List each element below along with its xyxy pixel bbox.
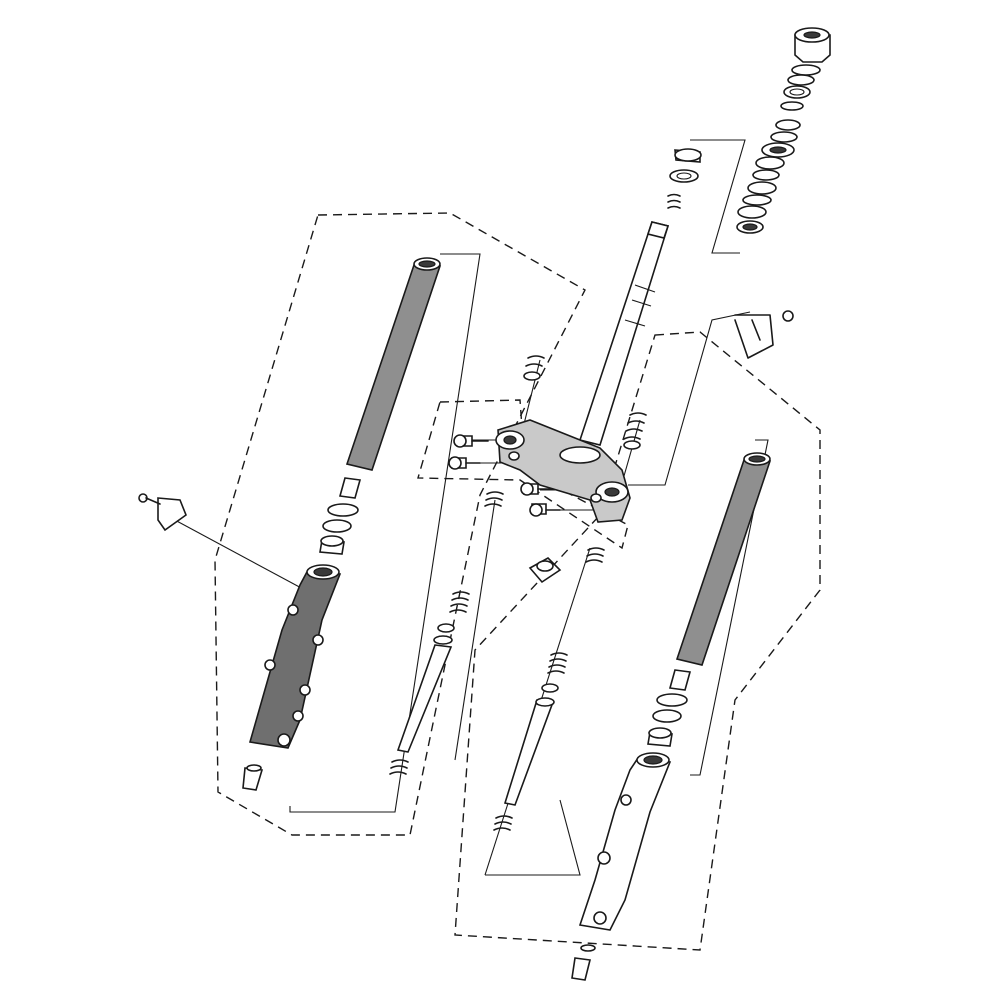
left-brake-bracket [138,493,187,532]
left-fork-bottom-bolt [242,764,264,791]
lower-triple-clamp [495,419,631,523]
left-damper-rod [389,591,470,775]
left-fork-tube [345,257,442,471]
lower-bearing-race [667,148,702,209]
right-damper-rod [493,652,568,831]
right-fork-bottom-bolt [571,944,596,981]
right-fork-group-outline [454,331,821,951]
right-fork-tube [675,452,772,666]
clamp-springs [484,355,647,563]
stem-cap [528,557,562,584]
right-fork-slider [578,752,672,931]
steering-stem [578,221,670,446]
steering-stem-group-outline [417,399,629,550]
steering-head-bearing-stack [736,27,831,234]
left-fork-group-outline [214,212,586,836]
left-fork-seals [319,477,362,555]
clamp-bolts [448,434,561,517]
right-fork-seals [647,669,692,747]
left-fork-slider [248,564,342,749]
brake-hose-bracket-right [734,310,794,359]
